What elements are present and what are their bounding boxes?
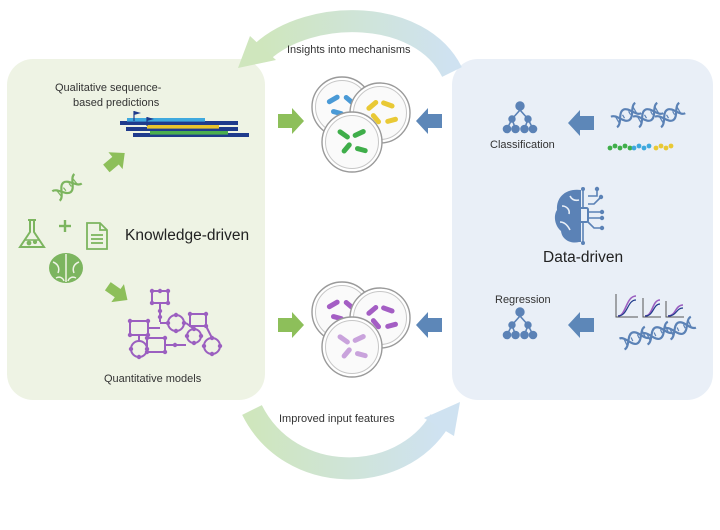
qualitative-label-line1: Qualitative sequence- [55,82,162,94]
flask-icon [18,219,46,248]
arrow-icon [104,282,128,303]
arrow-icon [278,312,304,338]
regression-label: Regression [495,294,551,306]
sequence-alignment-icon [120,111,249,137]
petri-dish-icon [349,287,411,349]
ai-brain-icon [554,186,605,245]
document-icon [86,222,108,250]
arrow-icon [568,110,594,136]
arrow-icon [278,108,304,134]
classification-label: Classification [490,139,555,151]
plus-icon [59,220,71,232]
growth-curve-icon [615,294,684,318]
arrow-icon [416,312,442,338]
quantitative-label: Quantitative models [104,373,202,385]
bottom-curved-arrow [242,402,460,480]
knowledge-driven-title: Knowledge-driven [125,227,250,244]
petri-dish-icon [321,111,383,173]
sequence-beads-icon [607,143,674,151]
data-driven-title: Data-driven [543,249,624,266]
bottom-arrow-label: Improved input features [279,413,395,425]
top-curved-arrow [238,10,462,78]
network-model-dots [127,288,223,360]
brain-icon [49,253,83,283]
qualitative-label-line2: based predictions [73,97,160,109]
petri-dish-icon [321,316,383,378]
arrow-icon [568,312,594,338]
arrow-icon [103,152,125,173]
arrow-icon [416,108,442,134]
petri-dish-icon [349,82,411,144]
top-arrow-label: Insights into mechanisms [287,44,411,56]
